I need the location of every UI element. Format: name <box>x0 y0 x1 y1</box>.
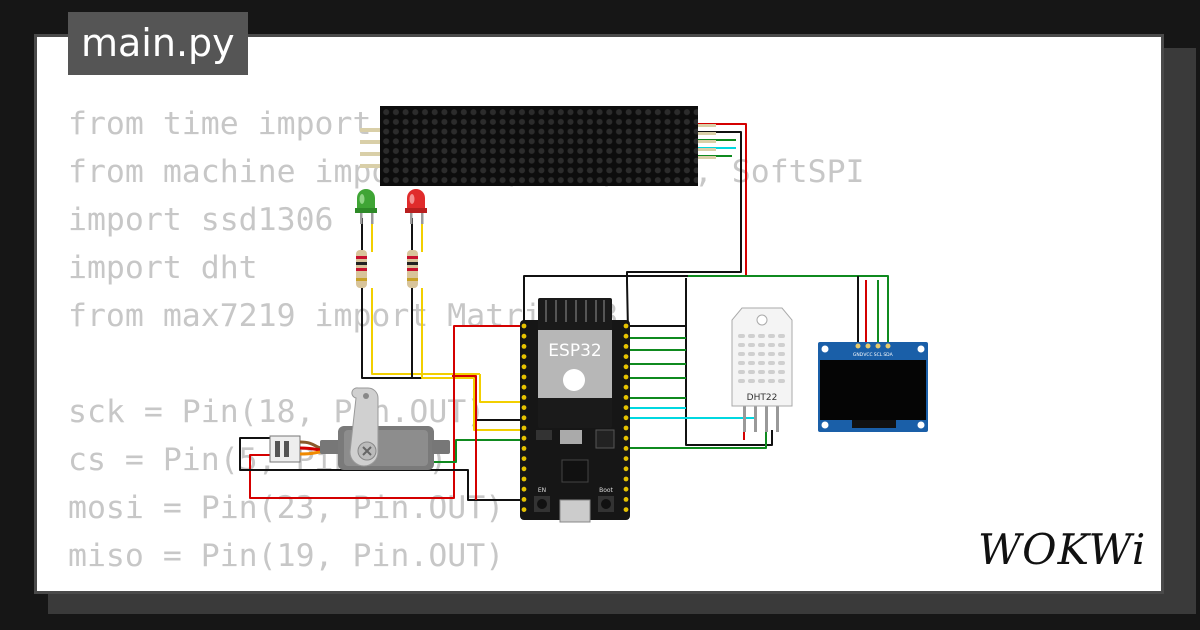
esp32-header-pin <box>521 425 527 431</box>
esp32-header-pin <box>623 323 629 329</box>
dht22-grille-slot <box>748 334 755 338</box>
esp32-header-pin <box>521 466 527 472</box>
wokwi-logo: WOKWi <box>978 525 1147 574</box>
esp32-en-label: EN <box>538 487 546 494</box>
oled-pin-label: SCL <box>874 352 883 358</box>
esp32-header-pin <box>521 476 527 482</box>
esp32-header-pin <box>623 425 629 431</box>
esp32-header-pin <box>521 354 527 359</box>
green-led-icon[interactable] <box>355 189 377 224</box>
esp32-header-pin <box>521 374 527 380</box>
esp32-header-pin <box>521 507 527 512</box>
dht22-grille-slot <box>758 343 765 347</box>
dht22-grille-slot <box>738 343 745 347</box>
max7219-dot-matrix-icon[interactable] <box>360 106 716 186</box>
esp32-header-pin <box>623 435 629 441</box>
resistor-icon <box>407 250 418 288</box>
esp32-header-pin <box>521 415 527 421</box>
dht22-grille-slot <box>758 370 765 374</box>
esp32-header-pin <box>623 374 629 380</box>
esp32-header-pin <box>521 323 527 329</box>
esp32-header-pin <box>521 446 527 451</box>
dht22-label: DHT22 <box>747 393 778 403</box>
esp32-devkit-icon[interactable]: ESP32 Boot EN <box>520 298 630 523</box>
dht22-grille-slot <box>768 379 775 383</box>
code-line: mosi = Pin(23, Pin.OUT) <box>68 490 505 526</box>
dht22-grille-slot <box>748 361 755 365</box>
esp32-header-pin <box>623 466 629 472</box>
ssd1306-oled-icon[interactable]: GND VCC SCL SDA <box>818 342 928 432</box>
esp32-header-pin <box>521 364 527 370</box>
esp32-header-pin <box>521 405 527 410</box>
dht22-sensor-icon[interactable]: DHT22 <box>731 307 793 432</box>
dht22-grille-slot <box>778 343 785 347</box>
esp32-header-pin <box>623 344 629 349</box>
esp32-header-pin <box>623 446 629 451</box>
dht22-grille-slot <box>748 343 755 347</box>
esp32-header-pin <box>623 415 629 421</box>
resistor-icon <box>356 250 367 288</box>
dht22-grille-slot <box>738 370 745 374</box>
filename-tab[interactable]: main.py <box>68 12 248 75</box>
dht22-grille-slot <box>758 334 765 338</box>
esp32-header-pin <box>623 476 629 482</box>
code-line: import dht <box>68 250 258 286</box>
dht22-grille-slot <box>768 343 775 347</box>
esp32-header-pin <box>521 333 527 339</box>
dht22-grille-slot <box>768 352 775 356</box>
esp32-header-pin <box>623 486 629 492</box>
dht22-grille-slot <box>738 334 745 338</box>
dht22-grille-slot <box>738 361 745 365</box>
esp32-header-pin <box>623 354 629 359</box>
esp32-header-pin <box>623 456 629 461</box>
esp32-boot-label: Boot <box>599 487 613 494</box>
code-line: import ssd1306 <box>68 202 334 238</box>
esp32-header-pin <box>521 486 527 492</box>
dht22-grille-slot <box>758 379 765 383</box>
oled-pin-label: VCC <box>863 352 872 358</box>
dht22-grille-slot <box>768 334 775 338</box>
oled-pin-label: GND <box>853 352 864 358</box>
esp32-header-pin <box>521 435 527 441</box>
dht22-grille-slot <box>778 334 785 338</box>
esp32-header-pin <box>521 456 527 461</box>
esp32-header-pin <box>623 333 629 339</box>
esp32-header-pin <box>623 384 629 390</box>
dht22-grille-slot <box>778 352 785 356</box>
esp32-header-pin <box>521 497 527 502</box>
dht22-grille-slot <box>778 361 785 365</box>
dht22-grille-slot <box>748 370 755 374</box>
dht22-grille-slot <box>748 352 755 356</box>
red-led-icon[interactable] <box>405 189 427 224</box>
dht22-grille-slot <box>778 370 785 374</box>
esp32-chip-label: ESP32 <box>548 341 601 361</box>
dht22-grille-slot <box>738 352 745 356</box>
esp32-header-pin <box>623 364 629 370</box>
oled-pin-label: SDA <box>883 352 893 358</box>
esp32-header-pin <box>623 507 629 512</box>
dht22-grille-slot <box>778 379 785 383</box>
dht22-grille-slot <box>758 352 765 356</box>
code-line: miso = Pin(19, Pin.OUT) <box>68 538 505 574</box>
dht22-grille-slot <box>748 379 755 383</box>
esp32-header-pin <box>521 395 527 400</box>
esp32-header-pin <box>521 384 527 390</box>
dht22-grille-slot <box>758 361 765 365</box>
servo-motor-icon[interactable] <box>269 387 450 470</box>
esp32-header-pin <box>623 395 629 400</box>
dht22-grille-slot <box>738 379 745 383</box>
esp32-header-pin <box>521 344 527 349</box>
esp32-header-pin <box>623 497 629 502</box>
esp32-header-pin <box>623 405 629 410</box>
dht22-grille-slot <box>768 370 775 374</box>
dht22-grille-slot <box>768 361 775 365</box>
